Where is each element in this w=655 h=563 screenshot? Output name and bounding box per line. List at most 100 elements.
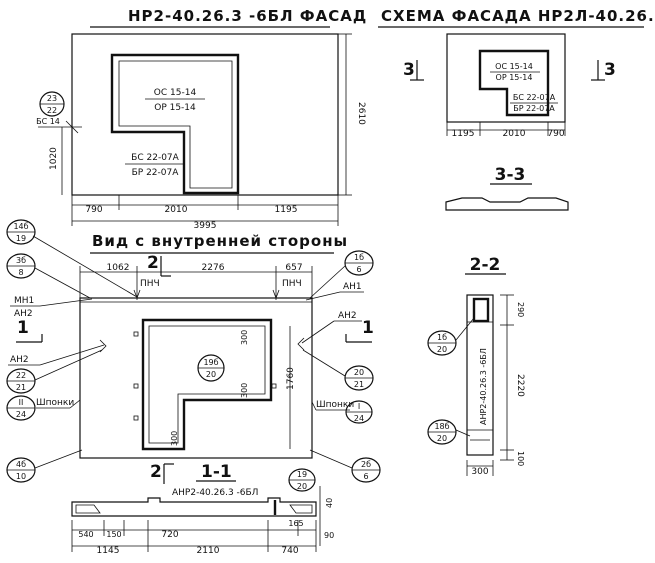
inner-left-mn1: МН1 bbox=[14, 296, 34, 306]
section-11-dim-40: 40 bbox=[325, 498, 334, 508]
inner-right-ref-2-top: 20 bbox=[354, 368, 364, 377]
schema-opening-label-3: БС 22-07А bbox=[513, 93, 556, 102]
inner-right-ref-2-bottom: 21 bbox=[354, 380, 364, 389]
section-22-title: 2-2 bbox=[470, 255, 501, 275]
inner-pnch-left: ПНЧ bbox=[140, 279, 160, 289]
inner-left-ref-3-top: 22 bbox=[16, 371, 26, 380]
section-22-ref-top-top: 1б bbox=[437, 333, 447, 342]
inner-right-ref-4-bottom: 6 bbox=[363, 472, 368, 481]
inner-left-an2-a: АН2 bbox=[14, 309, 33, 319]
schema-cut-left-label: 3 bbox=[403, 60, 415, 80]
inner-right-ref-1-bottom: 6 bbox=[356, 265, 361, 274]
inner-dim-300-b: 300 bbox=[240, 383, 249, 398]
facade-opening-outer bbox=[110, 53, 240, 195]
section-11-dim-2110: 2110 bbox=[197, 546, 220, 556]
inner-dim-top-3: 657 bbox=[285, 263, 302, 273]
inner-right-ref-3-bottom: 24 bbox=[354, 414, 364, 423]
schema-opening-outer bbox=[478, 49, 550, 117]
schema-title: СХЕМА ФАСАДА НР2Л-40.26.3 -6Б bbox=[381, 7, 655, 25]
inner-left-ref-5-top: 4б bbox=[16, 460, 26, 469]
facade-dim-b2: 2010 bbox=[165, 205, 188, 215]
section-22-top-insert bbox=[472, 297, 490, 323]
section-22-ref-top-bottom: 20 bbox=[437, 345, 447, 354]
inner-right-ref-3-top: I bbox=[358, 402, 360, 411]
section-22-dim-2220: 2220 bbox=[515, 374, 525, 397]
section-11-dim-90: 90 bbox=[324, 531, 334, 540]
inner-right-an1: АН1 bbox=[343, 282, 362, 292]
schema-opening-label-2: ОР 15-14 bbox=[496, 73, 533, 82]
schema-dim-1: 1195 bbox=[452, 129, 475, 139]
section-22-ref-bottom-top: 18б bbox=[434, 422, 449, 431]
inner-left-ref-1-bottom: 19 bbox=[16, 234, 26, 243]
inner-cut-left-label: 1 bbox=[17, 318, 29, 338]
section-11-ref-bottom: 20 bbox=[297, 482, 307, 491]
facade-opening-label-2: ОР 15-14 bbox=[154, 103, 196, 113]
facade-callout-top: 23 bbox=[47, 94, 57, 103]
facade-opening-label-4: БР 22-07А bbox=[132, 168, 180, 178]
schema-panel-outline bbox=[446, 33, 566, 123]
inner-cut-bottom-label: 2 bbox=[150, 462, 162, 482]
inner-opening-inner bbox=[148, 325, 266, 444]
inner-center-ref-bottom: 20 bbox=[206, 370, 216, 379]
section-11-dim-150: 150 bbox=[106, 530, 121, 539]
facade-dim-b1: 790 bbox=[85, 205, 102, 215]
facade-opening-inner bbox=[118, 60, 233, 189]
inner-left-ref-1-top: 14б bbox=[13, 222, 28, 231]
inner-left-ref-4-top: II bbox=[19, 398, 24, 407]
inner-right-shponki: Шпонки bbox=[316, 400, 354, 410]
inner-right-an2: АН2 bbox=[338, 311, 357, 321]
schema-opening-label-1: ОС 15-14 bbox=[495, 62, 533, 71]
section-11-dim-1145: 1145 bbox=[97, 546, 120, 556]
section-11-profile bbox=[71, 497, 317, 517]
section-11-title: 1-1 bbox=[201, 462, 232, 482]
section-11-panel-label: АНР2-40.26.3 -6БЛ bbox=[172, 488, 258, 498]
inner-panel-outline bbox=[79, 297, 313, 459]
section-11-dim-540: 540 bbox=[78, 530, 93, 539]
inner-cut-top-label: 2 bbox=[147, 253, 159, 273]
section-33-profile bbox=[445, 197, 569, 211]
schema-dim-3: 790 bbox=[547, 129, 564, 139]
inner-dim-top-1: 1062 bbox=[107, 263, 130, 273]
facade-opening-label-3: БС 22-07А bbox=[131, 153, 179, 163]
section-22-dim-290: 290 bbox=[516, 302, 525, 317]
section-22-dim-300: 300 bbox=[471, 467, 488, 477]
facade-dim-left: 1020 bbox=[49, 147, 59, 170]
schema-opening-label-4: БР 22-07А bbox=[513, 104, 555, 113]
facade-panel-outline bbox=[71, 33, 339, 196]
inner-dim-300-c: 300 bbox=[170, 431, 179, 446]
inner-labels-right: 1б 6 АН1 АН2 20 21 Шпонки I 24 2б 6 bbox=[297, 250, 381, 483]
inner-dim-1760: 1760 bbox=[286, 367, 296, 390]
section-11-dim-740: 740 bbox=[281, 546, 298, 556]
inner-dim-top-2: 2276 bbox=[202, 263, 225, 273]
section-11-dim-720: 720 bbox=[161, 530, 178, 540]
inner-left-ref-2-bottom: 8 bbox=[18, 268, 23, 277]
inner-pnch-right: ПНЧ bbox=[282, 279, 302, 289]
schema-cut-right-label: 3 bbox=[604, 60, 616, 80]
inner-center-ref-top: 19б bbox=[203, 358, 218, 367]
facade-dim-height: 2610 bbox=[356, 102, 366, 125]
facade-callout-sub: БС 14 bbox=[36, 117, 60, 126]
section-22-dim-100: 100 bbox=[516, 451, 525, 466]
section-11-dim-165: 165 bbox=[288, 519, 303, 528]
facade-title: НР2-40.26.3 -6БЛ ФАСАД bbox=[128, 7, 367, 25]
inner-dim-300-a: 300 bbox=[240, 330, 249, 345]
inner-left-shponki: Шпонки bbox=[36, 398, 74, 408]
schema-dim-2: 2010 bbox=[503, 129, 526, 139]
facade-callout-bottom: 22 bbox=[47, 106, 57, 115]
inner-left-ref-5-bottom: 10 bbox=[16, 472, 26, 481]
inner-cut-right-label: 1 bbox=[362, 318, 374, 338]
section-22-ref-bottom-bottom: 20 bbox=[437, 434, 447, 443]
facade-dim-total: 3995 bbox=[194, 221, 217, 231]
inner-left-an2-b: АН2 bbox=[10, 355, 29, 365]
inner-opening-outer bbox=[141, 318, 273, 451]
inner-right-ref-4-top: 2б bbox=[361, 460, 371, 469]
section-22-panel-label: АНР2-40.26.3 -6БЛ bbox=[479, 348, 488, 425]
section-11-ref-top: 19 bbox=[297, 470, 307, 479]
section-22-profile bbox=[466, 294, 494, 456]
facade-dim-b3: 1195 bbox=[275, 205, 298, 215]
inner-left-ref-4-bottom: 24 bbox=[16, 410, 26, 419]
section-33-title: 3-3 bbox=[495, 165, 526, 185]
facade-opening-label-1: ОС 15-14 bbox=[154, 88, 197, 98]
inner-left-ref-2-top: 3б bbox=[16, 256, 26, 265]
